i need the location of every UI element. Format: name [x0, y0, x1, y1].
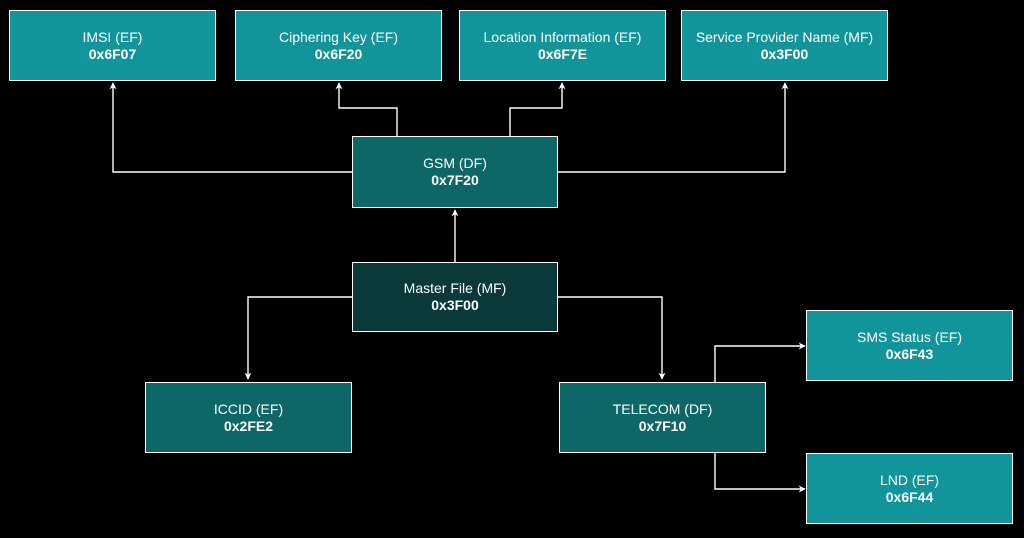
- node-service-provider-name-addr: 0x3F00: [760, 45, 809, 62]
- node-imsi-addr: 0x6F07: [88, 45, 137, 62]
- node-sms-status-addr: 0x6F43: [885, 345, 934, 362]
- node-imsi-label: IMSI (EF): [82, 28, 143, 45]
- edge-master-file-telecom: [558, 296, 666, 380]
- node-location-information: Location Information (EF) 0x6F7E: [459, 10, 666, 81]
- node-master-file: Master File (MF) 0x3F00: [352, 262, 558, 332]
- edge-gsm-imsi: [109, 82, 352, 173]
- node-iccid: ICCID (EF) 0x2FE2: [145, 382, 352, 453]
- node-ciphering-key-addr: 0x6F20: [314, 45, 363, 62]
- edge-telecom-lnd: [714, 453, 806, 493]
- node-service-provider-name-label: Service Provider Name (MF): [695, 28, 874, 45]
- node-location-information-label: Location Information (EF): [483, 28, 642, 45]
- node-gsm-label: GSM (DF): [423, 155, 487, 171]
- node-telecom-label: TELECOM (DF): [612, 400, 713, 417]
- node-lnd-label: LND (EF): [879, 471, 940, 488]
- node-ciphering-key-label: Ciphering Key (EF): [278, 28, 399, 45]
- node-master-file-label: Master File (MF): [403, 280, 507, 296]
- node-imsi: IMSI (EF) 0x6F07: [9, 10, 216, 81]
- edge-gsm-location-info: [509, 82, 566, 136]
- node-sms-status: SMS Status (EF) 0x6F43: [806, 310, 1013, 381]
- node-service-provider-name: Service Provider Name (MF) 0x3F00: [681, 10, 888, 81]
- node-sms-status-label: SMS Status (EF): [856, 328, 963, 345]
- node-location-information-addr: 0x6F7E: [537, 45, 588, 62]
- node-telecom: TELECOM (DF) 0x7F10: [559, 382, 766, 453]
- node-ciphering-key: Ciphering Key (EF) 0x6F20: [235, 10, 442, 81]
- node-lnd: LND (EF) 0x6F44: [806, 453, 1013, 524]
- node-iccid-label: ICCID (EF): [213, 400, 284, 417]
- edge-gsm-spn: [558, 82, 789, 173]
- node-lnd-addr: 0x6F44: [885, 488, 934, 505]
- node-iccid-addr: 0x2FE2: [223, 417, 274, 434]
- edge-master-file-iccid: [244, 296, 352, 380]
- node-master-file-addr: 0x3F00: [431, 297, 479, 313]
- edge-gsm-ciphering-key: [335, 82, 398, 136]
- node-telecom-addr: 0x7F10: [638, 417, 687, 434]
- edge-telecom-sms-status: [714, 342, 806, 382]
- node-gsm: GSM (DF) 0x7F20: [352, 136, 558, 208]
- node-gsm-addr: 0x7F20: [431, 172, 479, 188]
